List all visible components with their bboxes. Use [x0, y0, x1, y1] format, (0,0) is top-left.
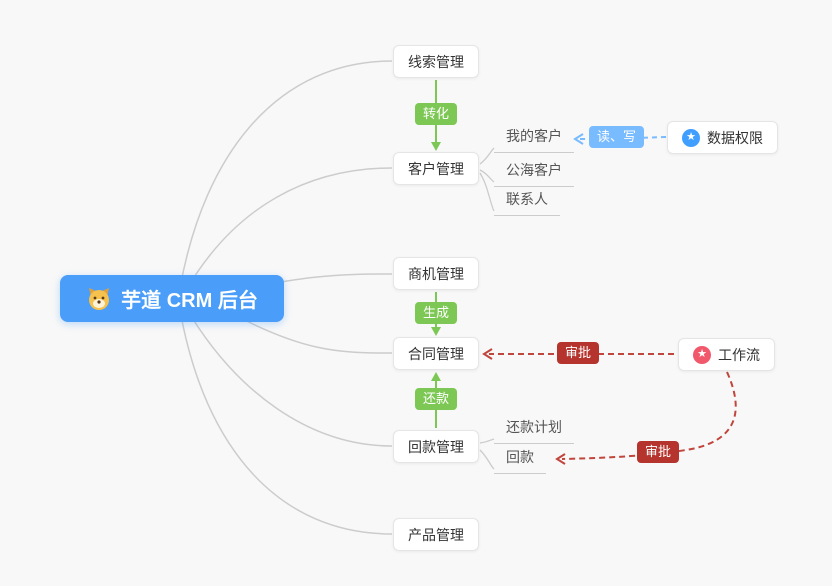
leaf-my-customers: 我的客户 [494, 126, 574, 153]
node-contract-management: 合同管理 [393, 337, 479, 370]
leaf-branches [479, 147, 495, 470]
leaf-receivable: 回款 [494, 447, 546, 474]
edge-label-approve-receivable: 审批 [637, 441, 680, 464]
root-node: 芋道 CRM 后台 [60, 275, 284, 322]
leaf-public-customers: 公海客户 [494, 160, 574, 187]
node-product-management: 产品管理 [393, 518, 479, 551]
edge-label-approve-contract: 审批 [557, 342, 600, 365]
leaf-contacts: 联系人 [494, 189, 560, 216]
star-icon: ★ [693, 345, 711, 364]
edge-label-repay: 还款 [415, 388, 458, 411]
node-workflow: ★ 工作流 [678, 338, 775, 371]
node-lead-management: 线索管理 [393, 45, 479, 78]
root-label: 芋道 CRM 后台 [121, 290, 258, 312]
side-node-label: 工作流 [718, 346, 760, 363]
green-flow-arrows [431, 80, 441, 428]
data-permission-arrow [573, 133, 667, 145]
star-icon: ★ [682, 128, 700, 147]
side-node-label: 数据权限 [707, 129, 763, 146]
node-opportunity-management: 商机管理 [393, 257, 479, 290]
node-data-permission: ★ 数据权限 [667, 121, 778, 154]
dog-icon [86, 286, 112, 312]
edge-label-read-write: 读、写 [589, 126, 645, 149]
node-receivable-management: 回款管理 [393, 430, 479, 463]
edge-label-generate: 生成 [415, 302, 458, 325]
node-customer-management: 客户管理 [393, 152, 479, 185]
leaf-repayment-plan: 还款计划 [494, 417, 574, 444]
edge-label-convert: 转化 [415, 103, 458, 126]
